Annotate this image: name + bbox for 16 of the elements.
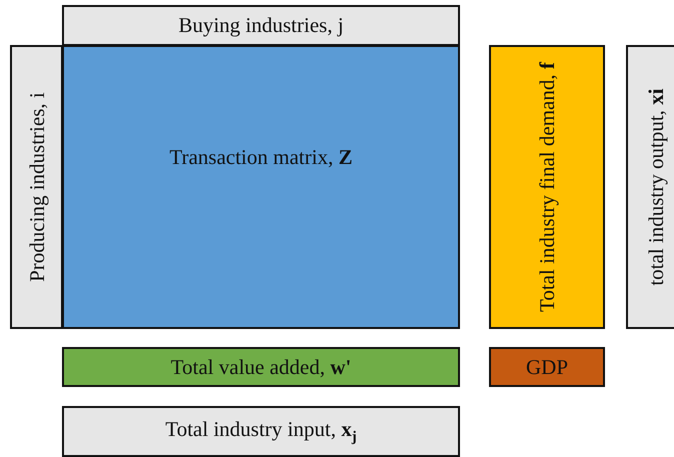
- box-label: total industry output, xi: [644, 87, 668, 288]
- box-label: Total industry final demand, f: [534, 60, 560, 314]
- box-label: Buying industries, j: [177, 13, 345, 38]
- matrix-box: [62, 45, 460, 329]
- vector-box: [626, 45, 674, 329]
- header-box: [10, 45, 63, 329]
- vector-box: [62, 347, 460, 387]
- box-label: Total industry input, x$_{j}$: [164, 416, 358, 446]
- vector-box: [62, 406, 460, 457]
- total-box: [489, 347, 605, 387]
- box-label: Total value added, w': [170, 354, 352, 380]
- header-box: [62, 5, 460, 46]
- vector-box: [489, 45, 605, 329]
- box-label: Producing industries, i: [24, 91, 49, 284]
- box-label: Transaction matrix, Z: [168, 144, 354, 170]
- box-label: GDP: [524, 354, 569, 380]
